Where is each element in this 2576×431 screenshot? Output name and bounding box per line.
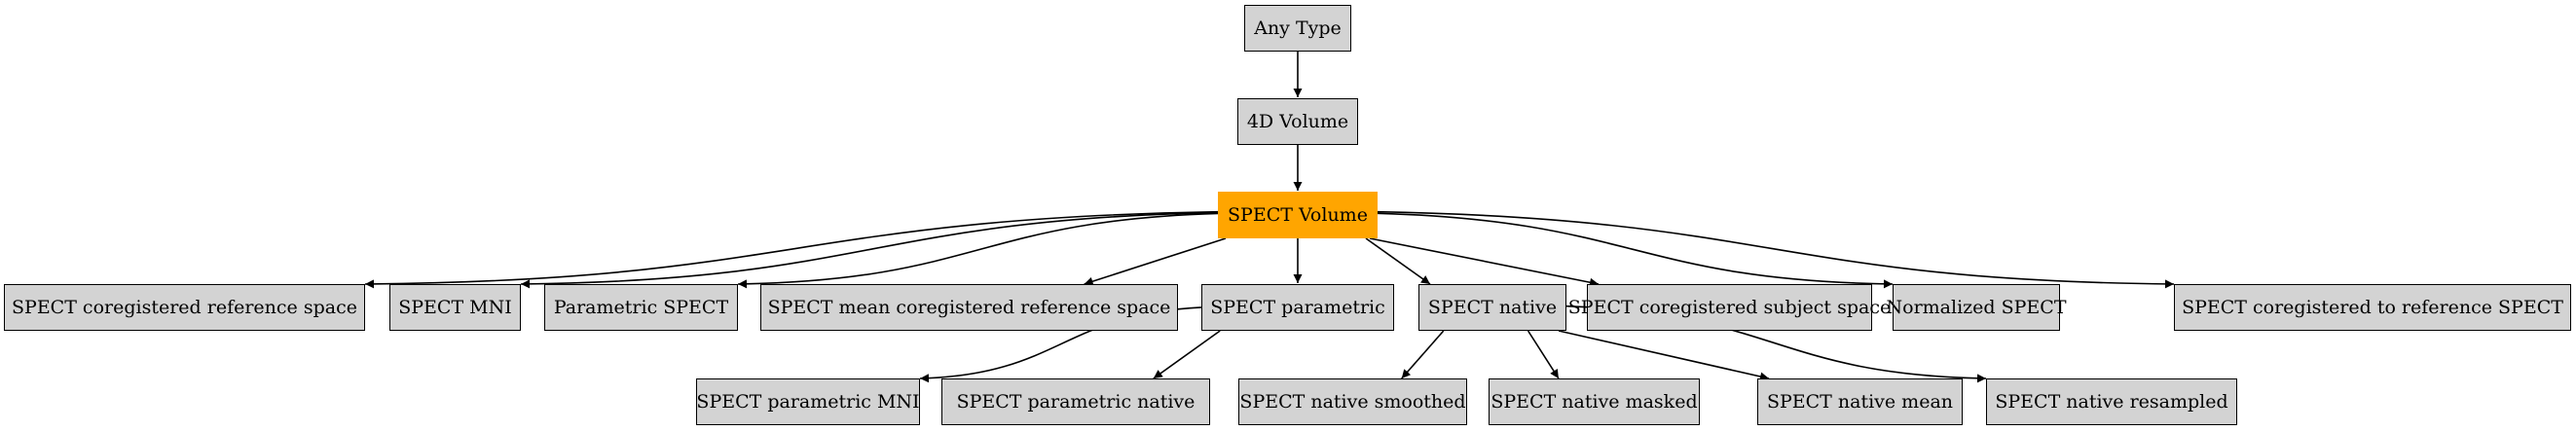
node-spect-coreg-subject-space[interactable]: SPECT coregistered subject space: [1568, 284, 1891, 331]
node-spect-coreg-ref-space[interactable]: SPECT coregistered reference space: [4, 284, 365, 331]
edge-spect-native-to-spect-native-smoothed: [1401, 330, 1445, 379]
node-spect-parametric-native[interactable]: SPECT parametric native: [941, 378, 1210, 425]
edge-spect-native-to-spect-native-masked: [1527, 330, 1560, 379]
edge-spect-volume-to-spect-coreg-ref-space: [364, 210, 1219, 289]
edge-spect-volume-to-spect-coreg-subject-space: [1369, 237, 1600, 287]
node-spect-coreg-to-ref-spect[interactable]: SPECT coregistered to reference SPECT: [2174, 284, 2571, 331]
edge-spect-parametric-to-spect-parametric-native: [1153, 330, 1221, 379]
node-spect-native-smoothed[interactable]: SPECT native smoothed: [1238, 378, 1467, 425]
edge-spect-volume-to-spect-mni: [520, 211, 1219, 289]
node-spect-parametric[interactable]: SPECT parametric: [1201, 284, 1394, 331]
node-spect-mean-coreg-ref-space[interactable]: SPECT mean coregistered reference space: [760, 284, 1178, 331]
edge-spect-native-to-spect-native-mean: [1558, 330, 1770, 381]
edge-spect-volume-to-normalized-spect: [1377, 212, 1894, 289]
node-4d-volume[interactable]: 4D Volume: [1237, 98, 1358, 145]
node-spect-native-resampled[interactable]: SPECT native resampled: [1986, 378, 2237, 425]
node-normalized-spect[interactable]: Normalized SPECT: [1887, 284, 2067, 331]
node-any-type[interactable]: Any Type: [1244, 5, 1351, 52]
node-parametric-spect[interactable]: Parametric SPECT: [544, 284, 738, 331]
edge-spect-volume-to-spect-coreg-to-ref-spect: [1377, 210, 2175, 289]
node-spect-native[interactable]: SPECT native: [1418, 284, 1566, 331]
edge-spect-volume-to-spect-native: [1365, 237, 1431, 285]
edge-spect-volume-to-parametric-spect: [737, 212, 1219, 289]
node-spect-native-masked[interactable]: SPECT native masked: [1489, 378, 1700, 425]
edge-spect-volume-to-spect-mean-coreg-ref-space: [1084, 237, 1227, 286]
node-spect-native-mean[interactable]: SPECT native mean: [1757, 378, 1963, 425]
node-spect-parametric-mni[interactable]: SPECT parametric MNI: [696, 378, 920, 425]
node-spect-mni[interactable]: SPECT MNI: [389, 284, 521, 331]
node-spect-volume[interactable]: SPECT Volume: [1218, 192, 1378, 238]
